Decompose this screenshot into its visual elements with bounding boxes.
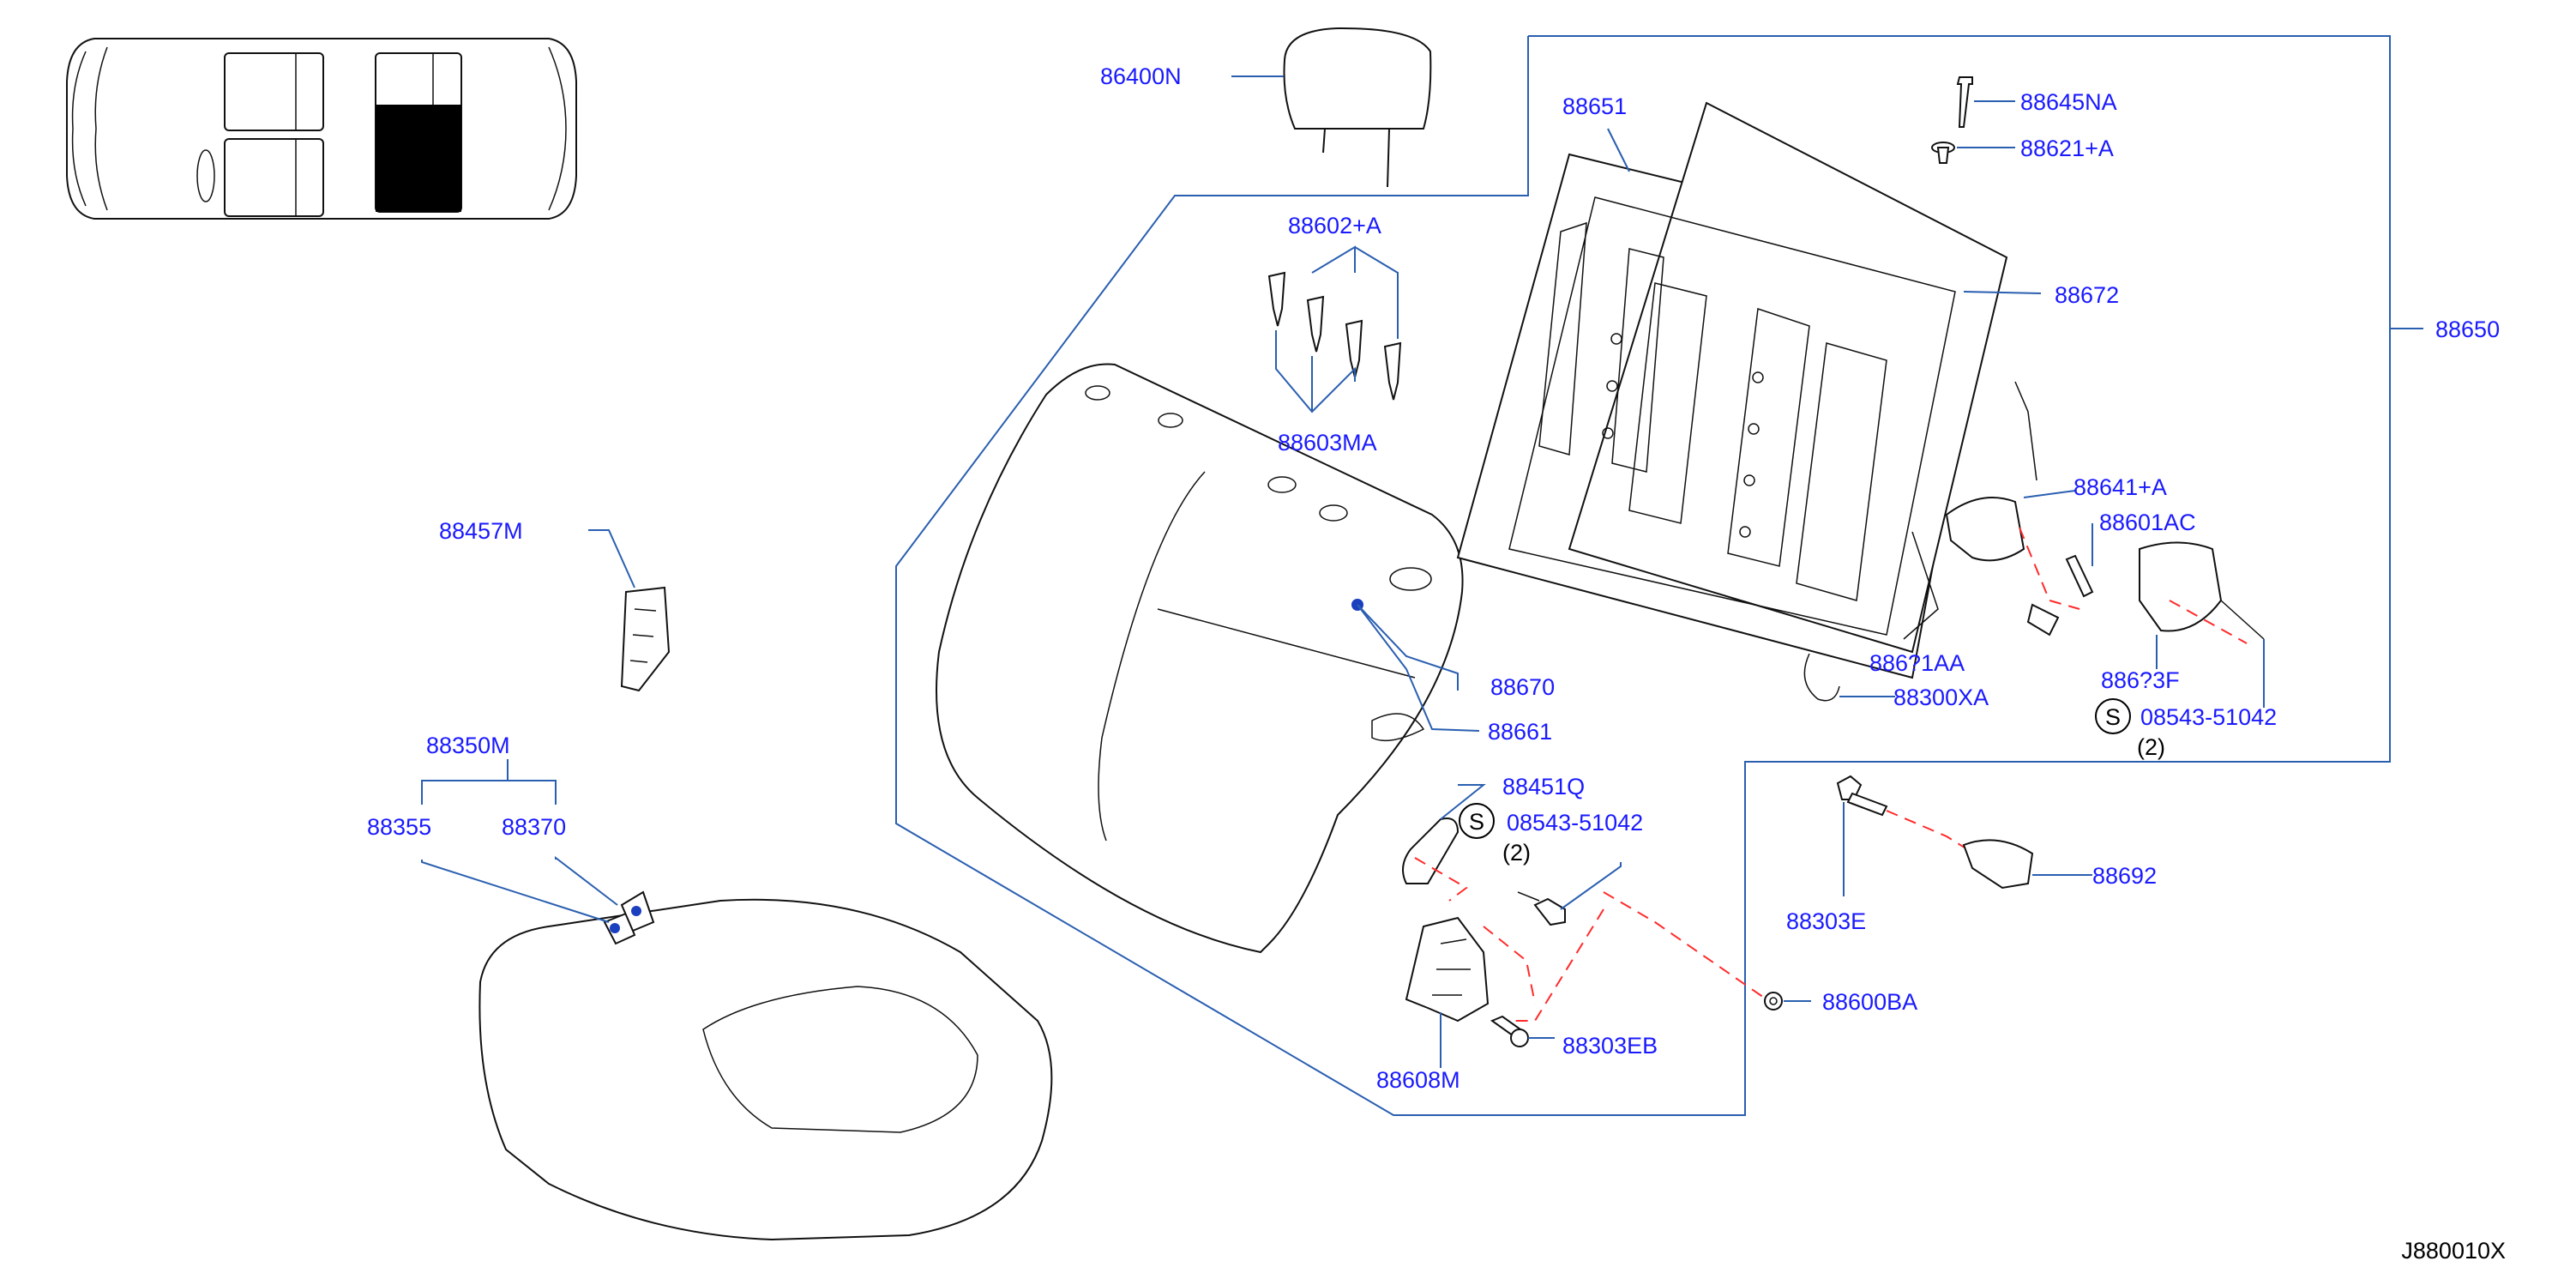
- label-88601AC: 88601AC: [2099, 510, 2196, 535]
- label-88661: 88661: [1488, 719, 1552, 745]
- label-08543-right: 08543-51042: [2140, 704, 2277, 730]
- label-88370: 88370: [502, 814, 566, 840]
- label-88303E: 88303E: [1786, 908, 1866, 934]
- seatback-cushion: [936, 363, 1464, 954]
- s-mark-mid-text: S: [1469, 809, 1484, 835]
- bracket-88692: [1836, 775, 2092, 896]
- seat-cushion: [478, 890, 1053, 1241]
- headrest: [1231, 27, 1432, 188]
- assembly-outline: [895, 35, 2423, 1116]
- label-88692: 88692: [2092, 863, 2157, 889]
- label-88603MA: 88603MA: [1278, 430, 1377, 456]
- label-88641A: 88641+A: [2073, 474, 2167, 500]
- label-qty-mid: (2): [1502, 840, 1531, 866]
- label-88350M: 88350M: [426, 733, 510, 758]
- bolt-88645NA: [1931, 76, 2015, 164]
- label-886x1AA: 886?1AA: [1869, 650, 1965, 676]
- vehicle-locator-icon: [66, 38, 577, 220]
- seatback-frame: [1456, 101, 2042, 679]
- s-mark-right: S: [2095, 698, 2131, 734]
- label-88670: 88670: [1490, 674, 1555, 700]
- hinge-88451Q: [1402, 784, 1811, 1068]
- label-88651: 88651: [1562, 94, 1627, 119]
- label-08543-mid: 08543-51042: [1507, 810, 1643, 836]
- label-88303EB: 88303EB: [1562, 1033, 1658, 1059]
- label-88672: 88672: [2055, 282, 2119, 308]
- label-88300XA: 88300XA: [1893, 685, 1989, 710]
- label-88621A: 88621+A: [2020, 136, 2114, 161]
- label-88602A: 88602+A: [1288, 213, 1381, 238]
- label-886x3F: 886?3F: [2101, 667, 2180, 693]
- label-88608M: 88608M: [1376, 1067, 1460, 1093]
- screws-88602: [1267, 245, 1402, 413]
- label-88355: 88355: [367, 814, 431, 840]
- hinge-88661: [1357, 604, 1480, 732]
- hook-88457: [588, 529, 671, 692]
- s-mark-right-text: S: [2105, 704, 2121, 730]
- label-88451Q: 88451Q: [1502, 774, 1585, 799]
- label-qty-right: (2): [2137, 734, 2165, 760]
- label-88650: 88650: [2435, 317, 2500, 342]
- label-88457M: 88457M: [439, 518, 523, 544]
- diagram-code: J880010X: [2401, 1238, 2506, 1264]
- label-86400N: 86400N: [1100, 63, 1182, 89]
- latch-88641: [1803, 381, 2265, 708]
- bracket-leads-88350M: [421, 759, 618, 923]
- s-mark-mid: S: [1459, 803, 1495, 839]
- label-88600BA: 88600BA: [1822, 989, 1917, 1015]
- label-88645NA: 88645NA: [2020, 89, 2117, 115]
